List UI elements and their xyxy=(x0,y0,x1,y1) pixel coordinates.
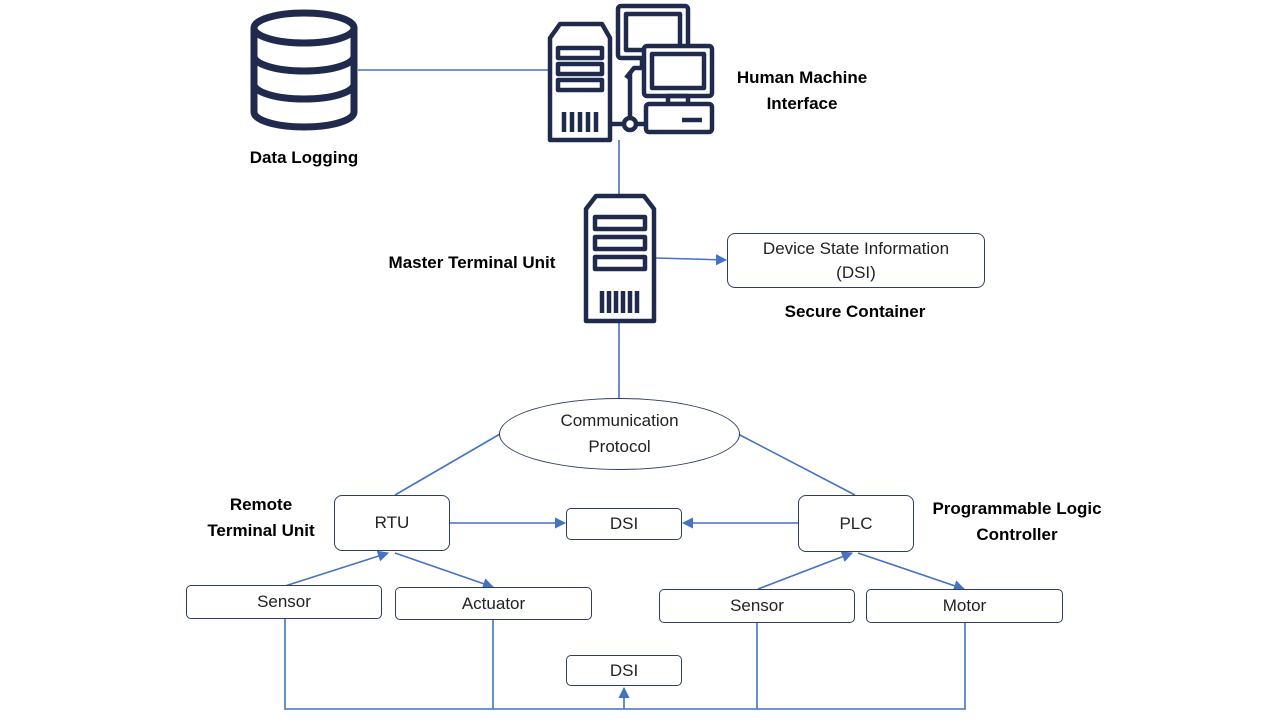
dsi-center-box: DSI xyxy=(566,508,682,540)
link-rtu-actuator xyxy=(394,552,495,589)
plc-box: PLC xyxy=(798,495,914,552)
data-logging-label: Data Logging xyxy=(249,148,359,167)
hmi-label: Human Machine Interface xyxy=(722,65,882,117)
link-sensor-bottom xyxy=(284,619,966,710)
actuator-box: Actuator xyxy=(395,587,592,620)
rtu-label-line1: Remote xyxy=(229,495,293,514)
database-icon xyxy=(250,9,358,131)
plc-label-line2: Controller xyxy=(976,525,1058,544)
sensor-left-box: Sensor xyxy=(186,585,382,619)
link-plc-motor xyxy=(857,552,966,592)
sensor-right-box: Sensor xyxy=(659,589,855,623)
link-sensor-plc xyxy=(757,551,854,590)
secure-container-label: Secure Container xyxy=(784,302,926,321)
dsi-info-box: Device State Information (DSI) xyxy=(727,233,985,288)
plc-label-line1: Programmable Logic xyxy=(932,499,1102,518)
mtu-label: Master Terminal Unit xyxy=(388,253,556,272)
rtu-label: Remote Terminal Unit xyxy=(195,492,327,544)
workstation-icon xyxy=(547,3,715,143)
rtu-label-line2: Terminal Unit xyxy=(207,521,315,540)
dsi-info-line1: Device State Information xyxy=(762,238,950,258)
server-icon xyxy=(583,193,657,324)
dsi-bottom-box: DSI xyxy=(566,655,682,686)
link-sensor-rtu xyxy=(284,550,390,587)
plc-label: Programmable Logic Controller xyxy=(918,496,1116,548)
rtu-box: RTU xyxy=(334,495,450,551)
link-comm-plc xyxy=(737,433,856,496)
comm-line1: Communication xyxy=(560,411,679,430)
link-mtu-dsi xyxy=(655,254,728,266)
motor-box: Motor xyxy=(866,589,1063,623)
communication-protocol-node: Communication Protocol xyxy=(499,398,740,470)
link-comm-rtu xyxy=(394,433,501,496)
dsi-info-line2: (DSI) xyxy=(836,262,876,282)
hmi-label-line1: Human Machine xyxy=(736,68,868,87)
comm-line2: Protocol xyxy=(588,437,651,456)
hmi-label-line2: Interface xyxy=(766,94,838,113)
